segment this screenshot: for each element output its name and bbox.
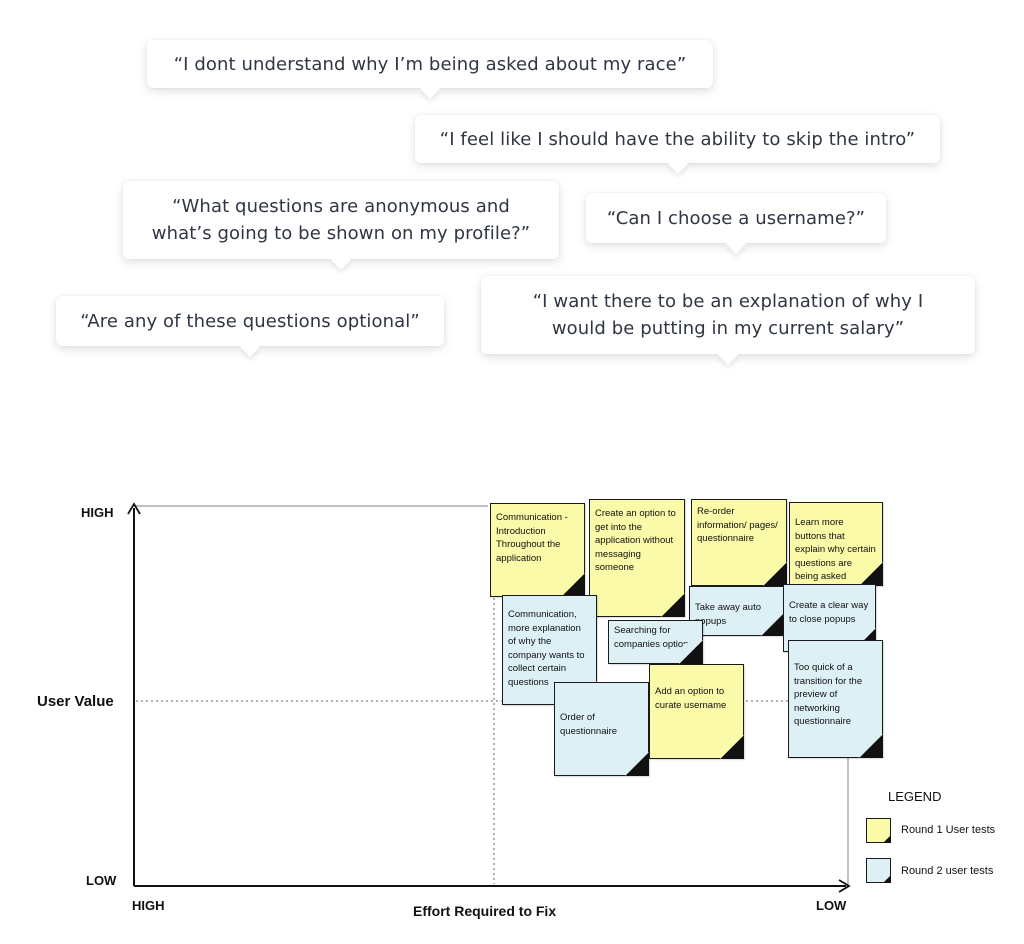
quote-text: “I want there to be an explanation of wh… [532, 291, 924, 339]
legend-label-round2: Round 2 user tests [901, 865, 994, 877]
quote-text: “I dont understand why I’m being asked a… [173, 53, 687, 75]
x-axis-low-label: LOW [816, 898, 847, 913]
note-text: Communication - Introduction Throughout … [496, 512, 568, 564]
note-fold [763, 562, 787, 586]
sticky-note: Take away auto popups [689, 586, 785, 636]
y-axis-high-label: HIGH [81, 505, 114, 520]
note-fold [679, 640, 703, 664]
note-text: Re-order information/ pages/ questionnai… [697, 506, 778, 544]
note-text: Communication, more explanation of why t… [508, 609, 585, 688]
sticky-note: Learn more buttons that explain why cert… [789, 502, 883, 586]
note-text: Too quick of a transition for the previe… [794, 662, 863, 727]
legend-fold [883, 875, 891, 883]
sticky-note: Searching for companies option [608, 620, 703, 664]
quote-text: “I feel like I should have the ability t… [439, 128, 916, 150]
x-axis-arrow [838, 879, 851, 893]
note-text: Create a clear way to close popups [789, 600, 869, 625]
quote-bubble: “I dont understand why I’m being asked a… [147, 40, 713, 88]
sticky-note: Re-order information/ pages/ questionnai… [691, 499, 787, 586]
note-fold [625, 752, 649, 776]
quote-bubble: “Are any of these questions optional” [56, 296, 444, 346]
y-axis-title: User Value [37, 693, 114, 710]
quote-bubble: “I feel like I should have the ability t… [415, 115, 940, 163]
legend-swatch-round2 [866, 858, 891, 883]
legend-label-round1: Round 1 User tests [901, 824, 996, 836]
note-fold [859, 734, 883, 758]
legend-swatch-round1 [866, 818, 891, 843]
legend-fold [883, 835, 891, 843]
note-text: Searching for companies option [614, 625, 689, 650]
note-fold [859, 562, 883, 586]
note-text: Learn more buttons that explain why cert… [795, 517, 876, 582]
quote-bubble: “What questions are anonymous and what’s… [123, 181, 559, 259]
note-text: Add an option to curate username [655, 686, 727, 711]
quote-bubble: “I want there to be an explanation of wh… [481, 276, 975, 354]
sticky-note: Too quick of a transition for the previe… [788, 640, 883, 758]
y-axis-low-label: LOW [86, 873, 117, 888]
note-fold [761, 612, 785, 636]
quote-text: “Are any of these questions optional” [80, 310, 420, 332]
quote-text: “Can I choose a username?” [606, 207, 866, 229]
sticky-note: Create an option to get into the applica… [589, 499, 685, 617]
x-axis-high-label: HIGH [132, 898, 165, 913]
legend-title: LEGEND [888, 789, 942, 804]
note-fold [561, 573, 585, 597]
note-text: Order of questionnaire [560, 712, 618, 737]
quote-text: “What questions are anonymous and what’s… [151, 196, 531, 244]
note-text: Create an option to get into the applica… [595, 508, 676, 573]
note-fold [720, 735, 744, 759]
sticky-note: Add an option to curate username [649, 664, 744, 759]
x-axis-title: Effort Required to Fix [413, 903, 557, 919]
y-axis-arrow [127, 502, 141, 515]
quote-bubble: “Can I choose a username?” [586, 193, 886, 243]
sticky-note: Communication - Introduction Throughout … [490, 503, 585, 597]
note-fold [661, 593, 685, 617]
sticky-note: Order of questionnaire [554, 682, 649, 776]
note-text: Take away auto popups [695, 602, 762, 627]
